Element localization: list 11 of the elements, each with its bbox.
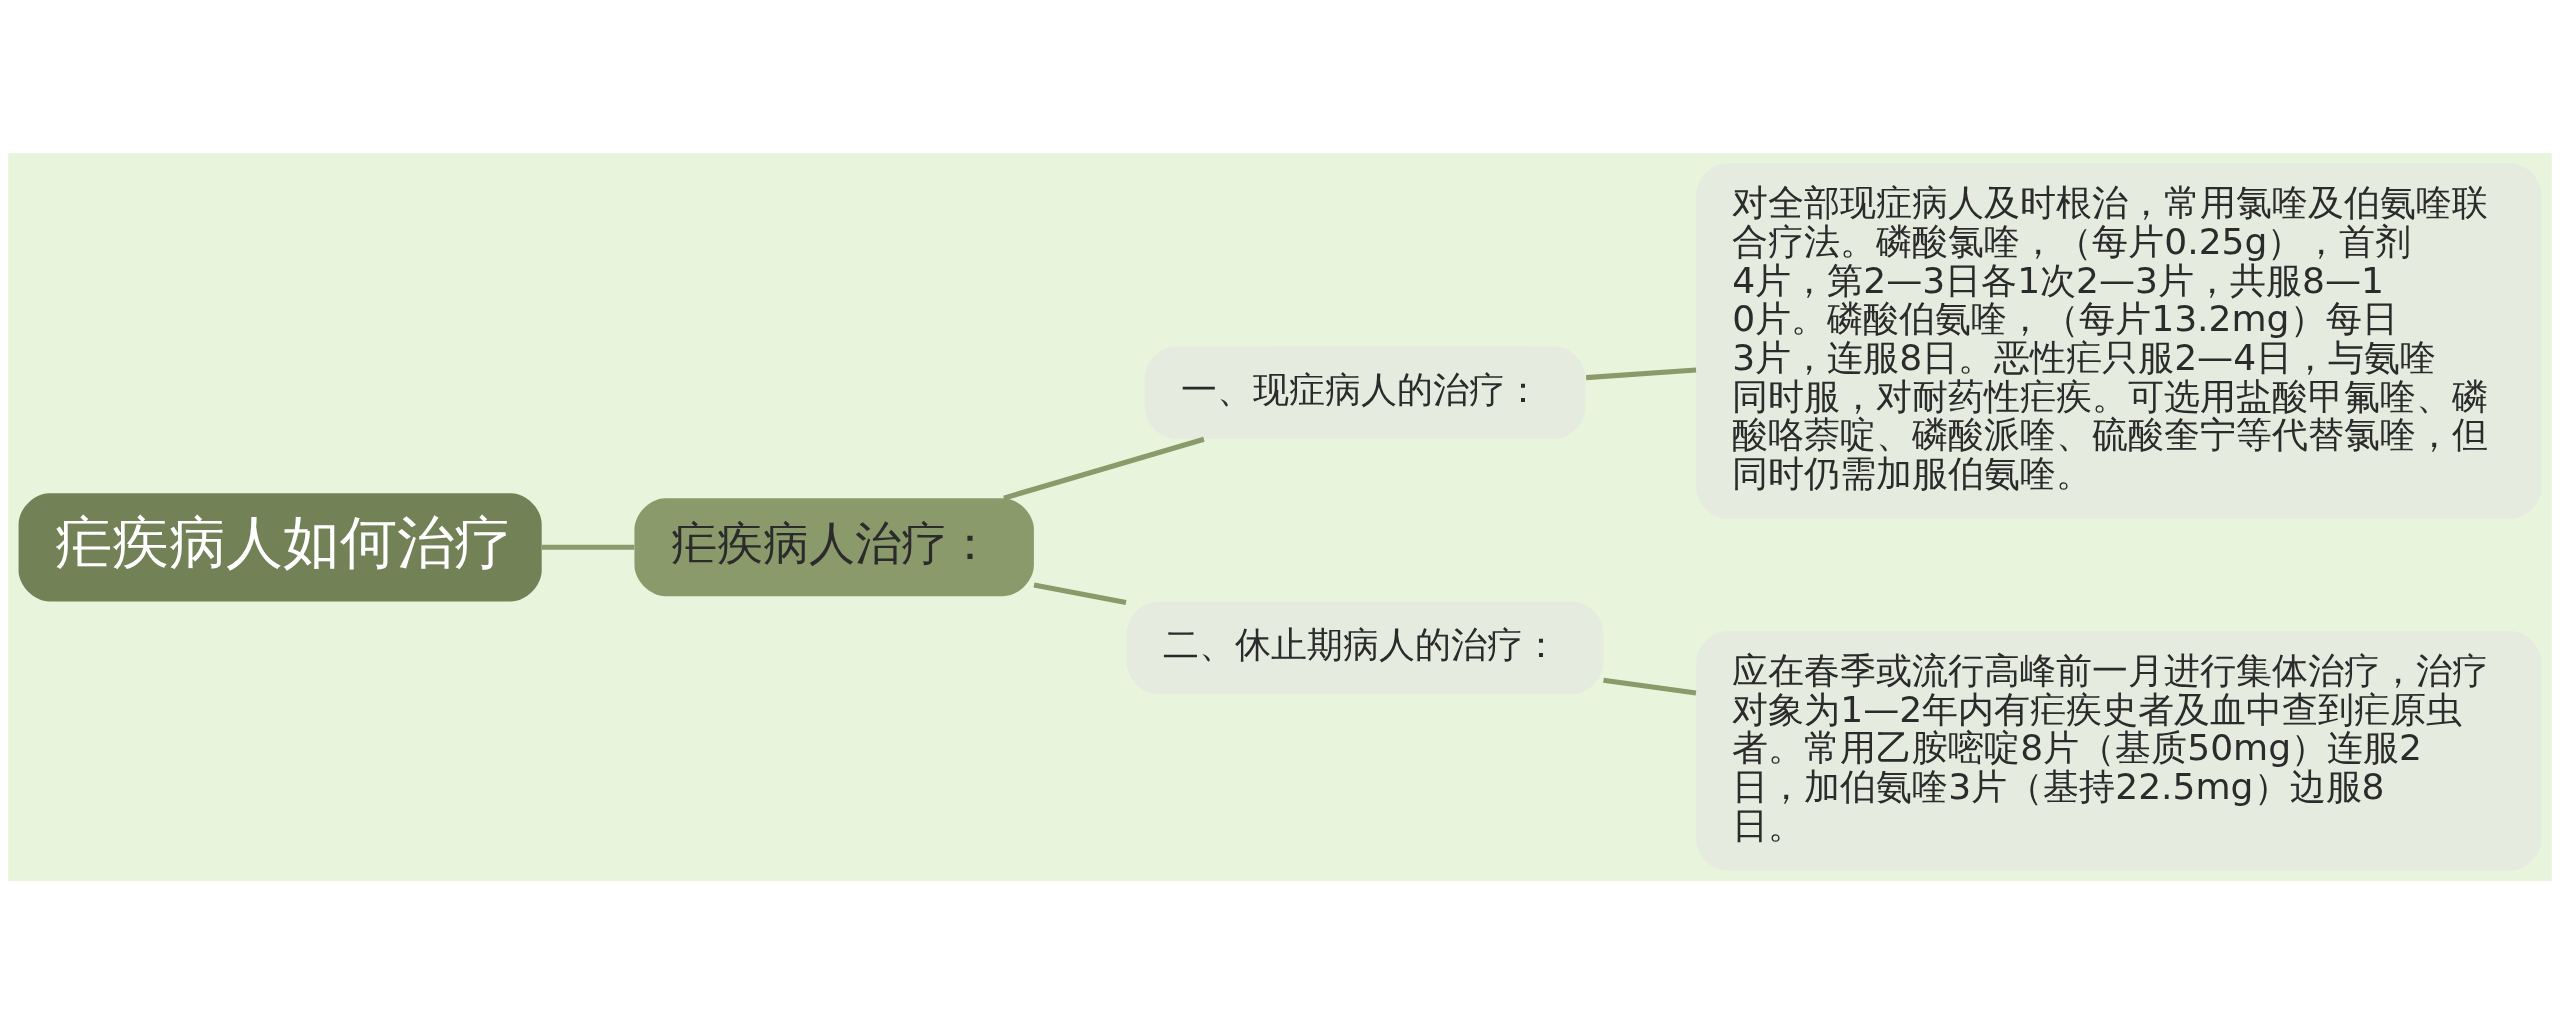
connector <box>1033 582 1127 606</box>
node-box: 疟疾病人治疗： <box>634 498 1034 597</box>
node-box: 疟疾病人如何治疗 <box>18 493 542 602</box>
node-box: 对全部现症病人及时根治，常用氯喹及伯氨喹联合疗法。磷酸氯喹，（每片0.25g），首剂4片，第2—3日各1次2—3片，共服8—10片。磷酸伯氨喹，（每片13.2mg）每日3片，连服8日。恶性疟只服2—4日，与氨喹同时服，对耐药性疟疾。可选用盐酸甲氟喹、磷酸咯萘啶、磷酸派喹、硫酸奎宁等代替氯喹，但同时仍需加服伯氨喹。 <box>1696 163 2542 519</box>
node-box: 应在春季或流行高峰前一月进行集体治疗，治疗对象为1—2年内有疟疾史者及血中查到疟原虫者。常用乙胺嘧啶8片（基质50mg）连服2日，加伯氨喹3片（基持22.5mg）边服8日。 <box>1696 631 2542 871</box>
connector <box>541 544 635 550</box>
node-box: 一、现症病人的治疗： <box>1144 346 1586 440</box>
node-box: 二、休止期病人的治疗： <box>1126 601 1604 695</box>
connector <box>1603 677 1697 696</box>
connector <box>1586 367 1697 381</box>
connector <box>1003 436 1205 501</box>
